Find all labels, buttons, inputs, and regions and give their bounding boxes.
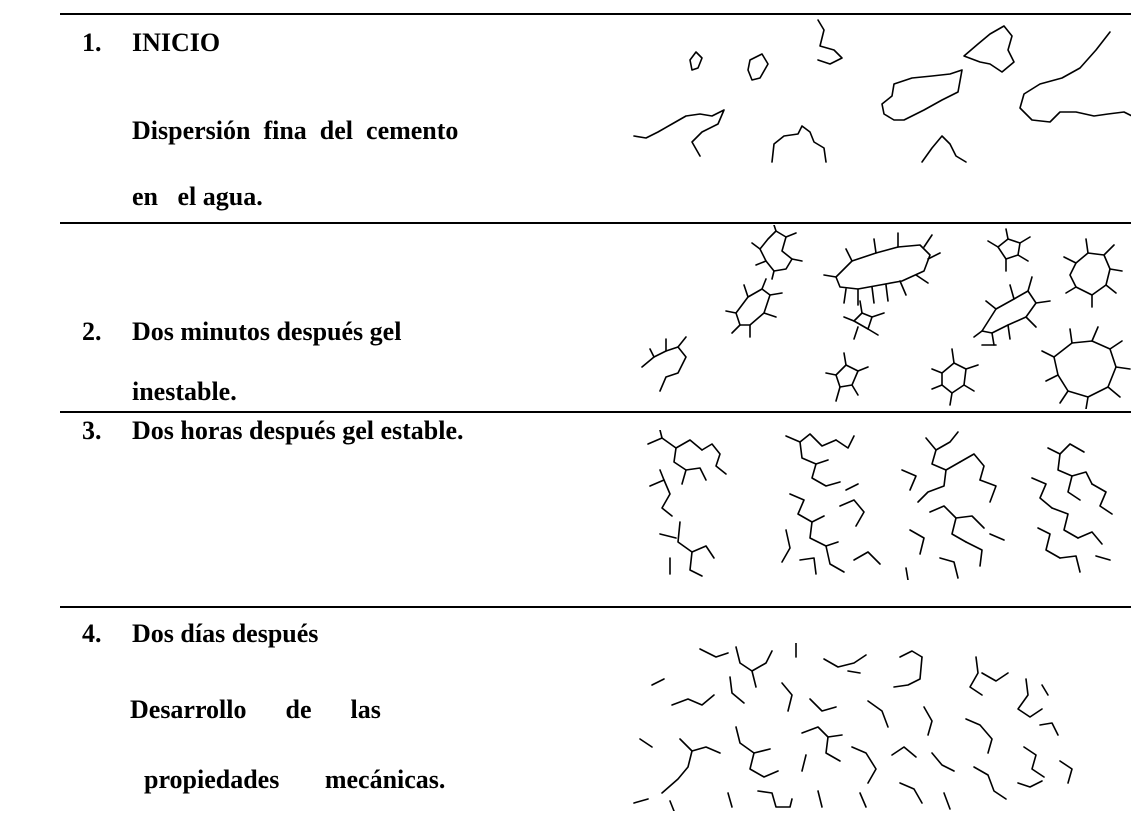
stage-title: INICIO	[132, 28, 221, 57]
unstable-gel-sketch	[636, 225, 1131, 409]
rule-3-4	[60, 606, 1131, 608]
stage-number: 1.	[82, 28, 102, 57]
mechanical-network-sketch	[632, 643, 1131, 811]
stage-description: Desarrollo de las	[130, 695, 381, 724]
stage-row-1: 1. INICIO Dispersión fina del cemento en…	[60, 14, 1131, 222]
stage-description: Dispersión fina del cemento	[132, 116, 459, 145]
stage-title: Dos minutos después gel	[132, 317, 402, 346]
stage-title: Dos días después	[132, 619, 319, 648]
rule-2-3	[60, 411, 1131, 413]
stage-title: Dos horas después gel estable.	[132, 416, 464, 445]
stage-number: 4.	[82, 619, 102, 648]
stage-description: propiedades mecánicas.	[144, 765, 446, 794]
stage-description: inestable.	[132, 377, 237, 406]
stage-row-2: 2. Dos minutos después gel inestable.	[60, 223, 1131, 411]
stage-row-3: 3. Dos horas después gel estable.	[60, 412, 1131, 606]
dispersed-particles-sketch	[632, 16, 1131, 164]
stage-number: 3.	[82, 416, 102, 445]
stable-gel-sketch	[640, 430, 1120, 580]
top-rule	[60, 13, 1131, 15]
stage-row-4: 4. Dos días después Desarrollo de las pr…	[60, 607, 1131, 823]
rule-1-2	[60, 222, 1131, 224]
stage-number: 2.	[82, 317, 102, 346]
stage-description: en el agua.	[132, 182, 263, 211]
